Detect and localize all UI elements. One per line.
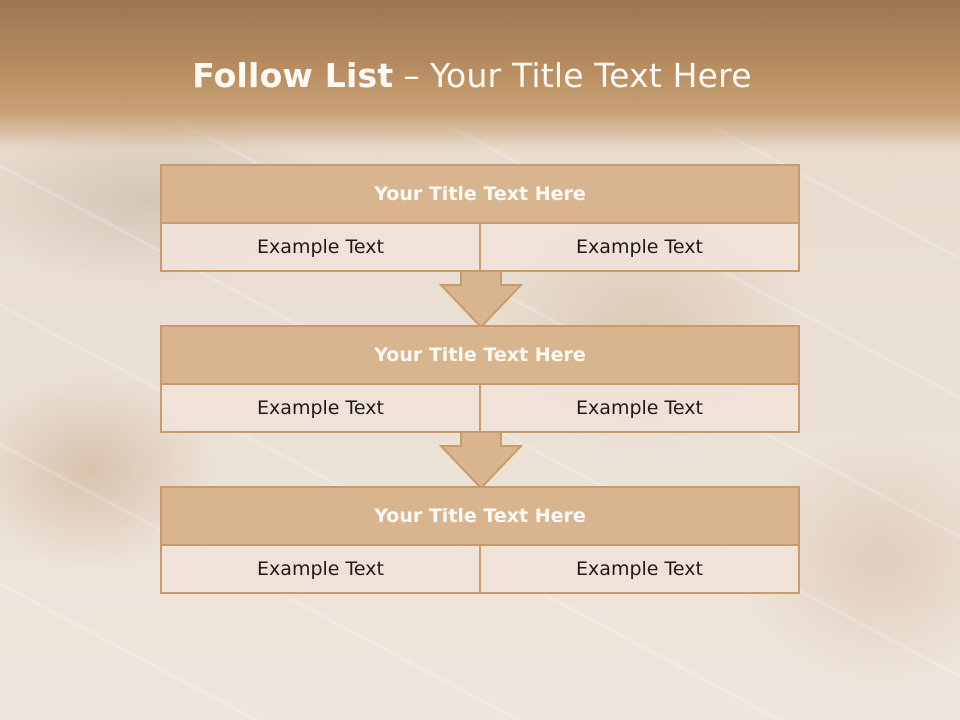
- block-1-title: Your Title Text Here: [162, 166, 798, 224]
- list-block-2: Your Title Text Here Example Text Exampl…: [160, 325, 800, 433]
- block-2-row: Example Text Example Text: [162, 385, 798, 431]
- down-arrow-icon: [439, 271, 523, 329]
- list-block-1: Your Title Text Here Example Text Exampl…: [160, 164, 800, 272]
- title-rest-part: Your Title Text Here: [430, 56, 752, 95]
- slide-title: Follow List–Your Title Text Here: [0, 56, 944, 95]
- down-arrow-icon: [439, 432, 523, 490]
- block-3-row: Example Text Example Text: [162, 546, 798, 592]
- block-1-right-text: Example Text: [479, 224, 798, 270]
- block-3-left-text: Example Text: [257, 558, 384, 580]
- list-block-3: Your Title Text Here Example Text Exampl…: [160, 486, 800, 594]
- block-1-row: Example Text Example Text: [162, 224, 798, 270]
- block-2-right-text: Example Text: [479, 385, 798, 431]
- block-3-title: Your Title Text Here: [162, 488, 798, 546]
- title-separator: –: [403, 56, 421, 95]
- block-2-title: Your Title Text Here: [162, 327, 798, 385]
- title-band: [0, 0, 960, 150]
- block-3-right-text: Example Text: [479, 546, 798, 592]
- title-bold-part: Follow List: [192, 56, 394, 95]
- block-2-left-text: Example Text: [257, 397, 384, 419]
- block-1-left-text: Example Text: [257, 236, 384, 258]
